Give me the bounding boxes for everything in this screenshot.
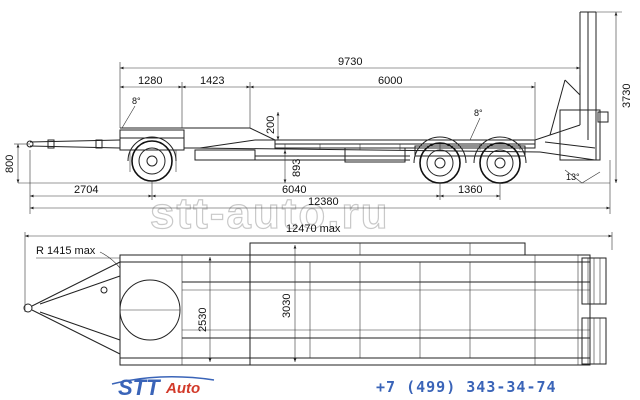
dim-893: 893 — [291, 159, 303, 177]
phone-number: +7 (499) 343-34-74 — [376, 378, 557, 396]
drawbar-top — [23, 261, 121, 355]
dim-6040: 6040 — [282, 184, 306, 196]
side-dimension-lines — [14, 11, 622, 214]
gooseneck — [120, 127, 276, 149]
dim-800: 800 — [4, 155, 16, 173]
dim-9730: 9730 — [338, 56, 362, 68]
front-axle-assembly — [119, 129, 185, 172]
angle-front: 8° — [132, 96, 141, 106]
front-wheel — [127, 136, 177, 182]
angle-ramp: 13° — [566, 172, 580, 182]
dim-3730: 3730 — [621, 84, 633, 108]
dim-1280: 1280 — [138, 75, 162, 87]
logo-text-auto: Auto — [165, 380, 200, 397]
dim-12380: 12380 — [308, 196, 339, 208]
stt-auto-logo: STT Auto — [111, 375, 215, 400]
dim-12470-max: 12470 max — [286, 223, 341, 235]
watermark-text: stt-auto.ru — [150, 189, 390, 238]
dim-200: 200 — [265, 116, 277, 134]
top-view: 12470 max R 1415 max 3030 2530 — [23, 223, 613, 366]
rear-wheels-top — [581, 257, 607, 365]
drawbar — [26, 139, 121, 149]
rear-bogie — [413, 136, 527, 184]
dim-3030: 3030 — [281, 294, 293, 318]
side-view: 1280 1423 9730 6000 3730 200 893 800 270… — [4, 11, 633, 214]
dim-2530: 2530 — [197, 308, 209, 332]
rear-ramps — [534, 11, 609, 161]
angle-rear: 8° — [474, 108, 483, 118]
deck-outline — [119, 254, 591, 366]
turning-radius-arc — [99, 251, 121, 269]
dim-2704: 2704 — [74, 184, 98, 196]
dim-6000: 6000 — [378, 75, 402, 87]
dim-radius: R 1415 max — [36, 245, 96, 257]
dim-1360: 1360 — [458, 184, 482, 196]
dim-1423: 1423 — [200, 75, 224, 87]
